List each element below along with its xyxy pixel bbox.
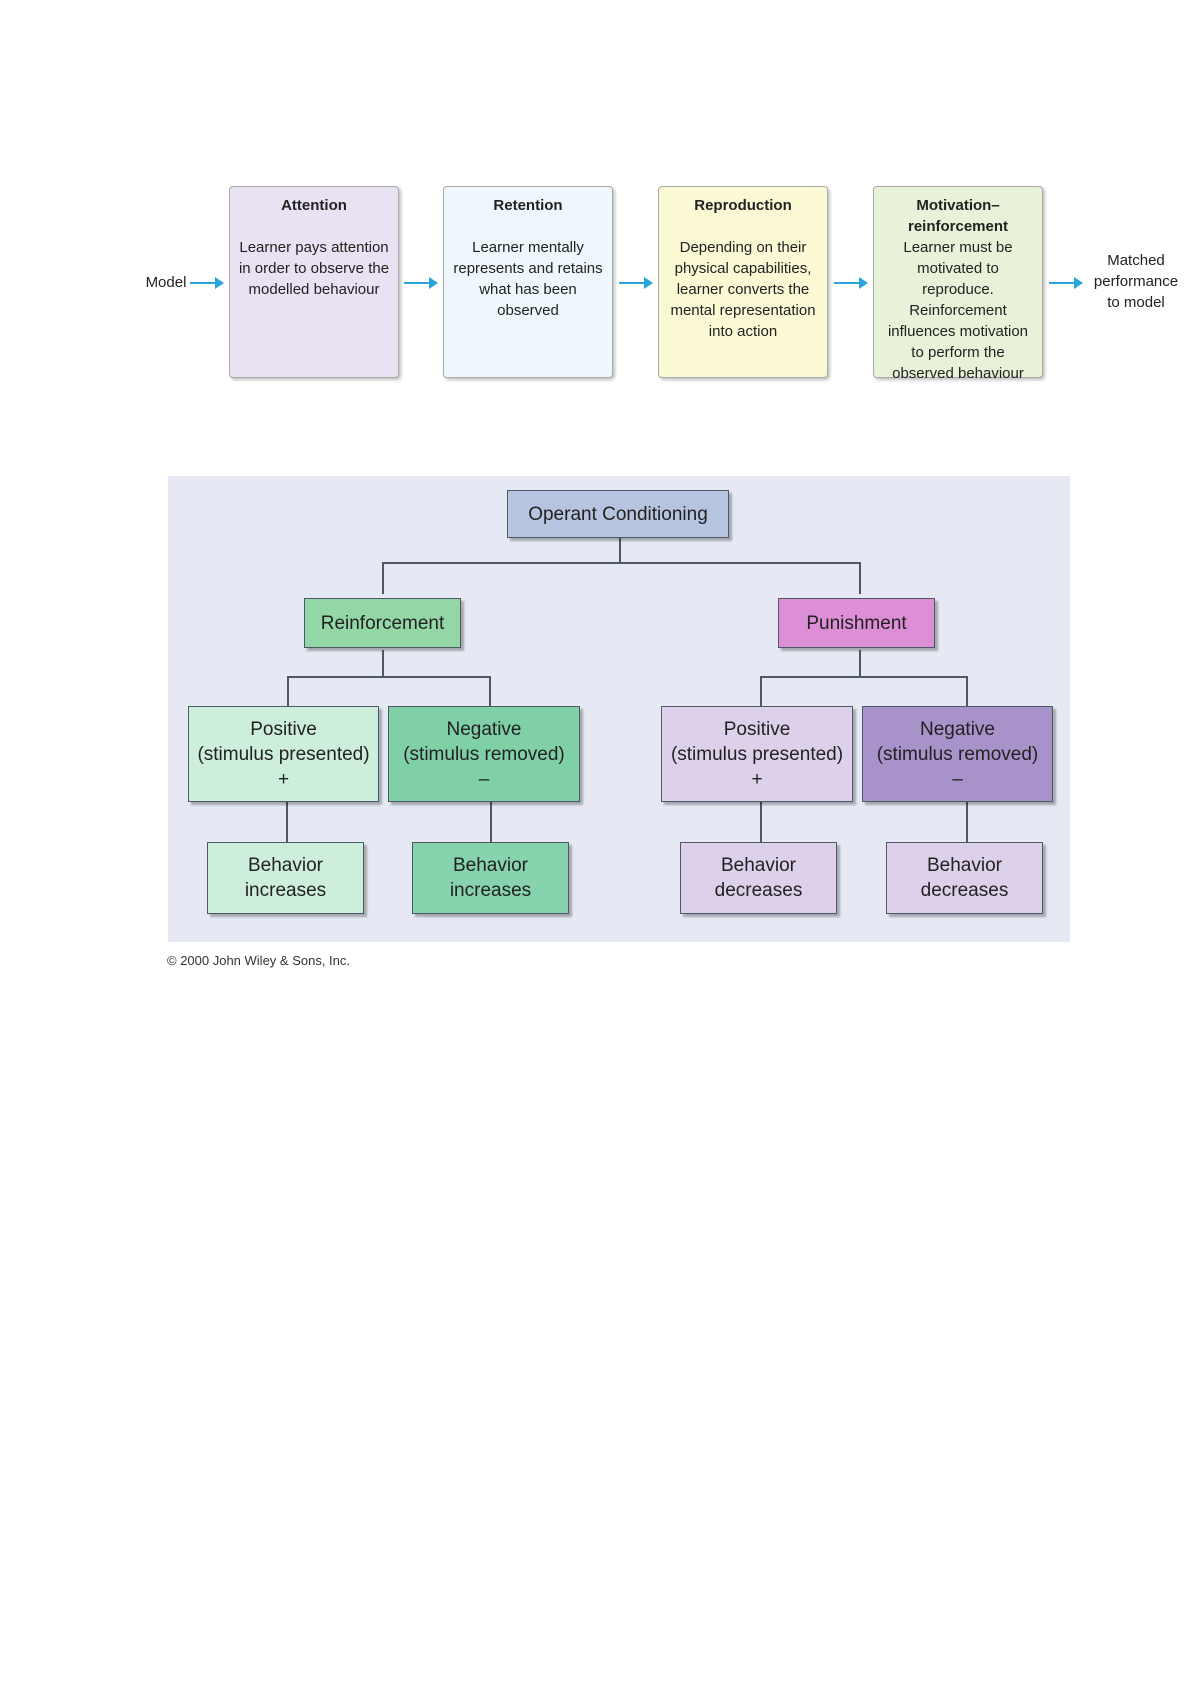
arrow-retention-to-reproduction xyxy=(619,277,653,289)
node-label: decreases xyxy=(920,880,1009,901)
connector-line xyxy=(859,562,861,594)
flow-end-label-line: to model xyxy=(1107,294,1165,311)
node-positive-punishment: Positive (stimulus presented) + xyxy=(661,706,853,802)
node-punishment: Punishment xyxy=(778,598,935,648)
node-label: – xyxy=(478,768,490,790)
stage-reproduction: Reproduction Depending on their physical… xyxy=(658,186,828,378)
stage-description-line: modelled behaviour xyxy=(248,281,380,298)
flow-end-label-line: performance xyxy=(1093,273,1179,290)
stage-description-line: observed behaviour xyxy=(892,365,1024,382)
stage-description-line: influences motivation xyxy=(887,323,1029,340)
node-negative-punishment: Negative (stimulus removed) – xyxy=(862,706,1053,802)
node-label: Operant Conditioning xyxy=(528,503,708,525)
node-label: Behavior xyxy=(721,855,796,876)
node-label: + xyxy=(277,768,290,790)
flow-start-label: Model xyxy=(145,274,187,291)
node-label: (stimulus removed) xyxy=(403,743,565,765)
connector-line xyxy=(382,562,384,594)
stage-motivation-reinforcement: Motivation– reinforcement Learner must b… xyxy=(873,186,1043,382)
copyright-notice: © 2000 John Wiley & Sons, Inc. xyxy=(167,953,351,968)
connector-line xyxy=(286,802,288,842)
stage-description-line: represents and retains xyxy=(453,260,603,277)
connector-line xyxy=(287,676,289,706)
stage-description-line: learner converts the xyxy=(676,281,810,298)
stage-description-line: Learner pays attention xyxy=(239,239,389,256)
node-outcome-behavior-increases: Behavior increases xyxy=(412,842,569,914)
connector-line xyxy=(760,802,762,842)
connector-line xyxy=(489,676,491,706)
node-label: increases xyxy=(449,880,532,901)
stage-description-line: Learner must be xyxy=(903,239,1013,256)
node-outcome-behavior-decreases: Behavior decreases xyxy=(886,842,1043,914)
arrow-reproduction-to-motivation xyxy=(834,277,868,289)
stage-title: Retention xyxy=(493,197,563,214)
arrow-model-to-attention xyxy=(190,277,224,289)
stage-description-line: observed xyxy=(497,302,559,319)
stage-title: reinforcement xyxy=(907,218,1009,235)
node-label: Positive xyxy=(250,718,317,740)
node-label: (stimulus presented) xyxy=(670,743,844,765)
connector-line xyxy=(287,676,490,678)
node-label: increases xyxy=(244,880,327,901)
arrow-attention-to-retention xyxy=(404,277,438,289)
node-label: Behavior xyxy=(927,855,1002,876)
arrow-motivation-to-matched-performance xyxy=(1049,277,1083,289)
connector-line xyxy=(382,562,860,564)
stage-description-line: into action xyxy=(708,323,778,340)
flow-end-label: Matched performance to model xyxy=(1086,250,1186,313)
node-reinforcement: Reinforcement xyxy=(304,598,461,648)
connector-line xyxy=(760,676,967,678)
node-negative-reinforcement: Negative (stimulus removed) – xyxy=(388,706,580,802)
stage-retention: Retention Learner mentally represents an… xyxy=(443,186,613,378)
stage-description-line: in order to observe the xyxy=(238,260,390,277)
node-label: Reinforcement xyxy=(320,612,445,634)
stage-description-line: physical capabilities, xyxy=(674,260,812,277)
node-operant-conditioning: Operant Conditioning xyxy=(507,490,729,538)
stage-attention: Attention Learner pays attention in orde… xyxy=(229,186,399,378)
node-label: + xyxy=(751,768,763,790)
node-outcome-behavior-decreases: Behavior decreases xyxy=(680,842,837,914)
connector-line xyxy=(490,802,492,842)
connector-line xyxy=(382,650,384,676)
node-positive-reinforcement: Positive (stimulus presented) + xyxy=(188,706,379,802)
stage-description-line: Learner mentally xyxy=(472,239,584,256)
stage-description-line: Depending on their xyxy=(679,239,807,256)
node-label: Positive xyxy=(723,718,791,740)
node-label: Punishment xyxy=(806,612,907,634)
stage-description-line: Reinforcement xyxy=(909,302,1007,319)
flow-end-label-line: Matched xyxy=(1107,252,1165,269)
connector-line xyxy=(760,676,762,706)
stage-description-line: mental representation xyxy=(670,302,816,319)
node-label: decreases xyxy=(714,880,803,901)
connector-line xyxy=(966,676,968,706)
node-label: (stimulus removed) xyxy=(876,743,1039,765)
operant-conditioning-panel: Operant Conditioning Reinforcement Punis… xyxy=(168,476,1070,942)
stage-description-line: what has been xyxy=(479,281,577,298)
connector-line xyxy=(859,650,861,676)
stage-title: Motivation– xyxy=(916,197,1000,214)
stage-description-line: to perform the xyxy=(911,344,1005,361)
connector-line xyxy=(619,534,621,562)
node-label: – xyxy=(952,768,963,790)
stage-title: Attention xyxy=(281,197,347,214)
node-label: Negative xyxy=(446,718,522,740)
node-label: (stimulus presented) xyxy=(197,743,370,765)
node-label: Negative xyxy=(920,718,995,740)
node-outcome-behavior-increases: Behavior increases xyxy=(207,842,364,914)
node-label: Behavior xyxy=(453,855,528,876)
connector-line xyxy=(966,802,968,842)
stage-description-line: motivated to reproduce. xyxy=(917,260,999,298)
stage-title: Reproduction xyxy=(694,197,792,214)
node-label: Behavior xyxy=(248,855,323,876)
